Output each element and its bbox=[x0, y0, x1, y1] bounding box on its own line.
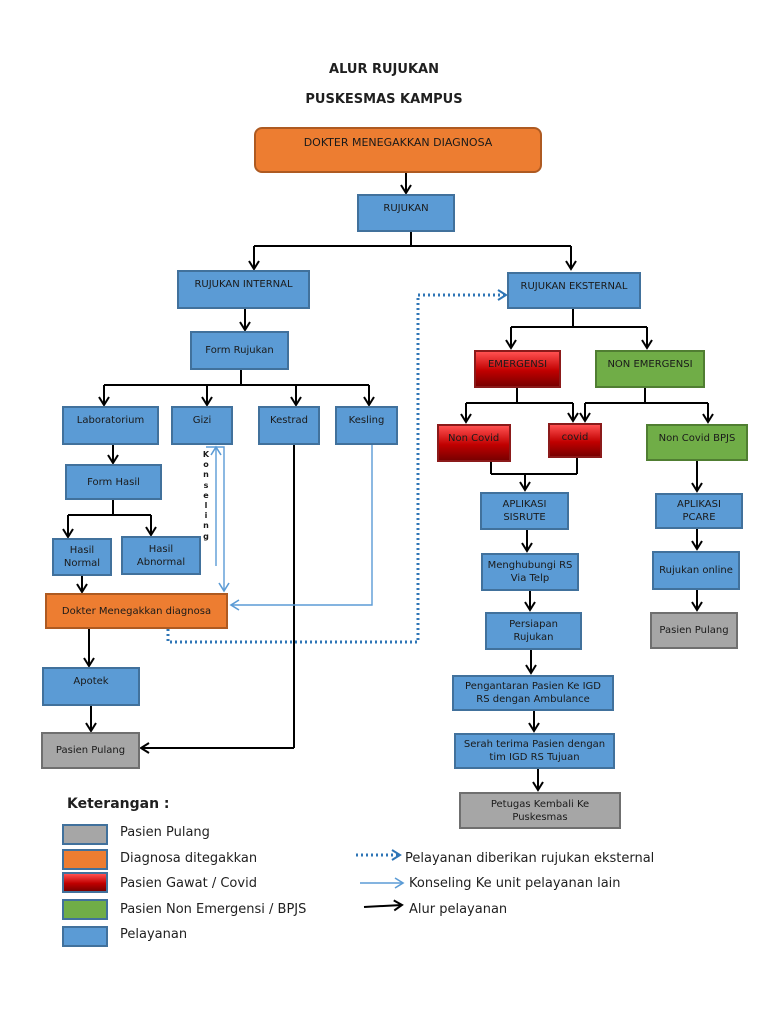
node-hasil-abnormal: Hasil Abnormal bbox=[121, 536, 201, 575]
konseling-letter: l bbox=[204, 501, 208, 511]
node-aplikasi-pcare: APLIKASI PCARE bbox=[655, 493, 743, 529]
konseling-letter: i bbox=[204, 511, 208, 521]
node-apotek: Apotek bbox=[42, 667, 140, 706]
konseling-letter: g bbox=[203, 531, 209, 541]
legend-label-non-emergensi: Pasien Non Emergensi / BPJS bbox=[120, 902, 307, 917]
node-kesling: Kesling bbox=[335, 406, 398, 445]
node-laboratorium: Laboratorium bbox=[62, 406, 159, 445]
node-dokter-diagnosa: DOKTER MENEGAKKAN DIAGNOSA bbox=[254, 127, 542, 173]
legend-swatch-pasien-pulang bbox=[62, 824, 108, 845]
konseling-letter: o bbox=[203, 460, 209, 470]
node-rujukan-online: Rujukan online bbox=[652, 551, 740, 590]
node-rujukan-internal: RUJUKAN INTERNAL bbox=[177, 270, 310, 309]
node-rujukan: RUJUKAN bbox=[357, 194, 455, 232]
legend-title: Keterangan : bbox=[67, 796, 170, 812]
konseling-letter: n bbox=[203, 470, 209, 480]
legend-swatch-pelayanan bbox=[62, 926, 108, 947]
legend-label-rujukan-eksternal: Pelayanan diberikan rujukan eksternal bbox=[405, 851, 655, 866]
legend-label-gawat-covid: Pasien Gawat / Covid bbox=[120, 876, 257, 891]
chart-subtitle: PUSKESMAS KAMPUS bbox=[305, 92, 463, 107]
legend-label-pasien-pulang: Pasien Pulang bbox=[120, 825, 210, 840]
legend-label-alur-pelayanan: Alur pelayanan bbox=[409, 902, 508, 917]
node-covid: covid bbox=[548, 423, 602, 458]
konseling-label: K o n s e l i n g bbox=[201, 450, 211, 542]
legend-swatch-gawat-covid bbox=[62, 872, 108, 893]
legend-label-diagnosa: Diagnosa ditegakkan bbox=[120, 851, 258, 866]
node-pasien-pulang-internal: Pasien Pulang bbox=[41, 732, 140, 769]
node-non-covid: Non Covid bbox=[437, 424, 511, 462]
node-pasien-pulang-bpjs: Pasien Pulang bbox=[650, 612, 738, 649]
node-emergensi: EMERGENSI bbox=[474, 350, 561, 388]
node-form-rujukan: Form Rujukan bbox=[190, 331, 289, 370]
legend-label-pelayanan: Pelayanan bbox=[120, 927, 188, 942]
konseling-letter: s bbox=[203, 480, 209, 490]
node-non-covid-bpjs: Non Covid BPJS bbox=[646, 424, 748, 461]
legend-swatch-diagnosa bbox=[62, 849, 108, 870]
node-serah-terima: Serah terima Pasien dengan tim IGD RS Tu… bbox=[454, 733, 615, 769]
node-gizi: Gizi bbox=[171, 406, 233, 445]
node-hasil-normal: Hasil Normal bbox=[52, 538, 112, 576]
legend-label-konseling: Konseling Ke unit pelayanan lain bbox=[409, 876, 621, 891]
konseling-letter: e bbox=[203, 490, 209, 500]
konseling-letter: K bbox=[202, 450, 210, 459]
node-persiapan-rujukan: Persiapan Rujukan bbox=[485, 612, 582, 650]
legend-swatch-non-emergensi bbox=[62, 899, 108, 920]
node-pengantaran-pasien: Pengantaran Pasien Ke IGD RS dengan Ambu… bbox=[452, 675, 614, 711]
node-non-emergensi: NON EMERGENSI bbox=[595, 350, 705, 388]
chart-title: ALUR RUJUKAN bbox=[329, 62, 439, 77]
konseling-letter: n bbox=[203, 521, 209, 531]
node-aplikasi-sisrute: APLIKASI SISRUTE bbox=[480, 492, 569, 530]
node-kestrad: Kestrad bbox=[258, 406, 320, 445]
node-dokter-diagnosa-internal: Dokter Menegakkan diagnosa bbox=[45, 593, 228, 629]
node-petugas-kembali: Petugas Kembali Ke Puskesmas bbox=[459, 792, 621, 829]
node-rujukan-eksternal: RUJUKAN EKSTERNAL bbox=[507, 272, 641, 309]
node-menghubungi-rs: Menghubungi RS Via Telp bbox=[481, 553, 579, 591]
node-form-hasil: Form Hasil bbox=[65, 464, 162, 500]
